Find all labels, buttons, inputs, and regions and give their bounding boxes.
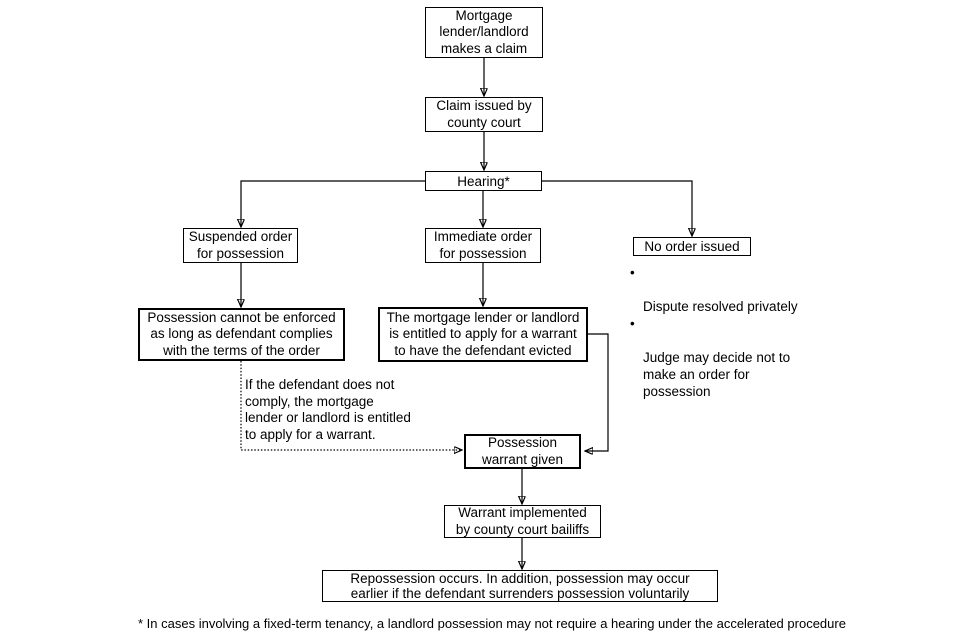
node-suspended-order: Suspended order for possession: [183, 228, 298, 263]
list-item: • Dispute resolved privately: [630, 264, 820, 315]
node-claim-issued: Claim issued by county court: [425, 97, 543, 132]
connector-entitled-to-warrant: [585, 333, 609, 451]
bullet-icon: •: [630, 316, 635, 331]
node-repossession-occurs: Repossession occurs. In addition, posses…: [322, 570, 718, 602]
connector-hearing-to-suspended: [241, 180, 425, 227]
bullet-text: Judge may decide not to make an order fo…: [643, 350, 791, 399]
node-warrant-implemented: Warrant implemented by county court bail…: [444, 505, 601, 538]
node-possession-warrant-given: Possession warrant given: [464, 434, 581, 469]
node-immediate-order: Immediate order for possession: [425, 228, 541, 263]
connector-hearing-to-no-order: [542, 180, 692, 236]
node-possession-not-enforced: Possession cannot be enforced as long as…: [138, 308, 345, 361]
dotted-path-annotation: If the defendant does not comply, the mo…: [245, 377, 411, 442]
list-item: • Judge may decide not to make an order …: [630, 315, 820, 400]
node-mortgage-claim: Mortgage lender/landlord makes a claim: [425, 7, 543, 58]
node-hearing: Hearing*: [425, 171, 542, 191]
node-entitled-to-warrant: The mortgage lender or landlord is entit…: [378, 307, 588, 362]
bullet-text: Dispute resolved privately: [643, 299, 798, 314]
node-no-order-issued: No order issued: [633, 237, 751, 256]
no-order-notes: • Dispute resolved privately • Judge may…: [630, 264, 820, 400]
footnote: * In cases involving a fixed-term tenanc…: [138, 616, 846, 631]
bullet-icon: •: [630, 265, 635, 280]
